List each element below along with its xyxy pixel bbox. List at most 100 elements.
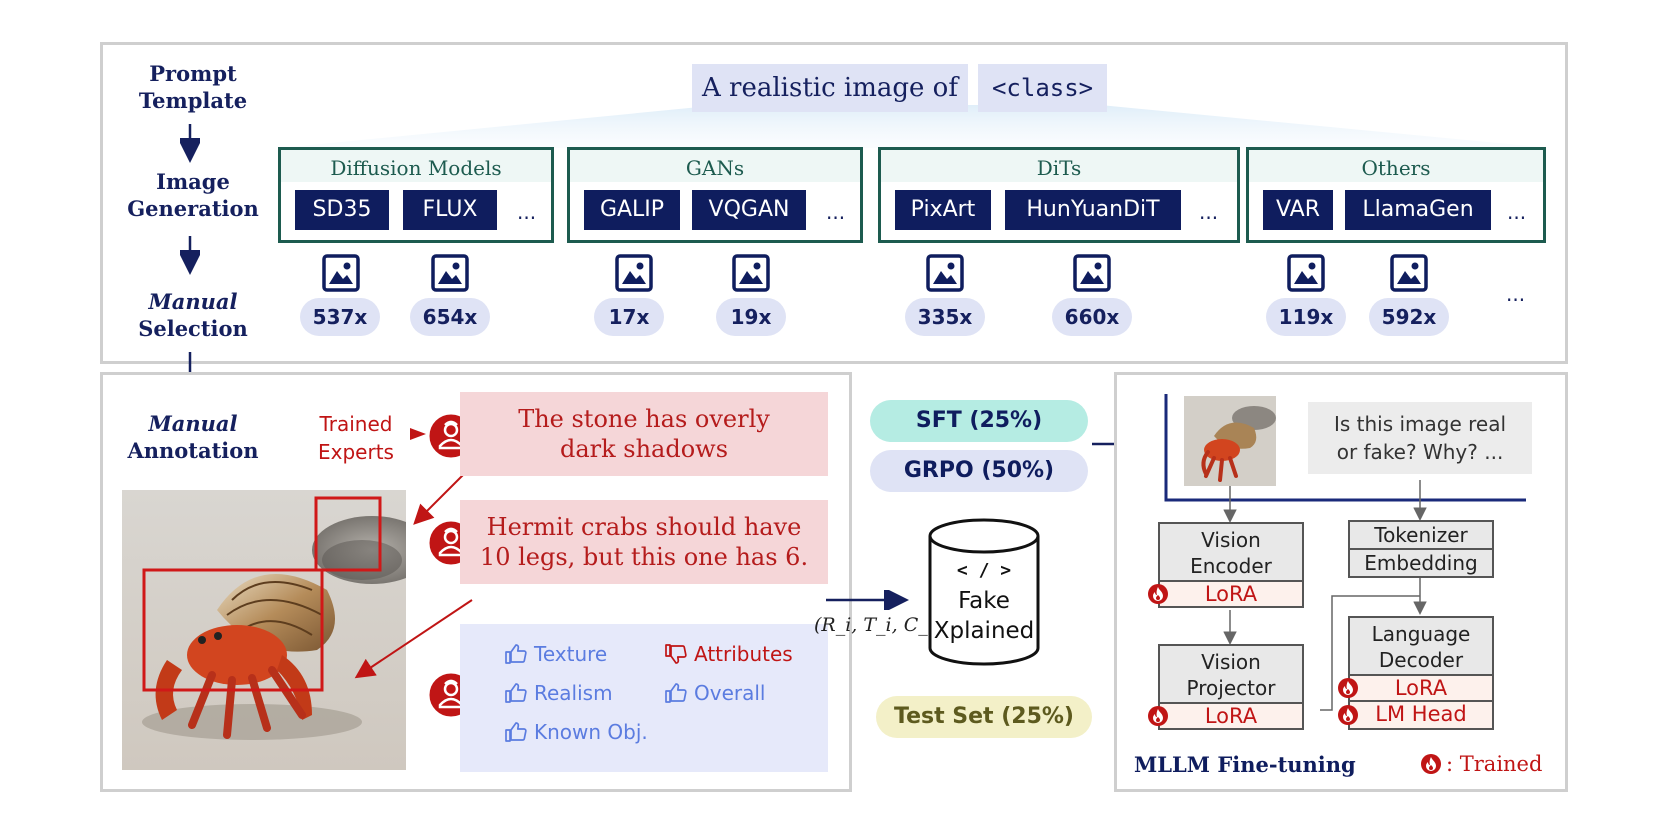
trained-experts-line1: Trained bbox=[319, 412, 393, 436]
embedding-box: Embedding bbox=[1348, 548, 1494, 578]
legend-label: : Trained bbox=[1446, 752, 1543, 776]
stage-manual-annotation-line1: Manual bbox=[148, 411, 238, 436]
annotation-tuple: (R_i, T_i, C_i) bbox=[814, 614, 942, 636]
question-prompt: Is this image real or fake? Why? ... bbox=[1308, 402, 1532, 474]
model-chip: VQGAN bbox=[692, 190, 806, 230]
input-frame bbox=[1164, 394, 1526, 502]
group-title: GANs bbox=[685, 156, 745, 180]
image-icon bbox=[1390, 254, 1428, 292]
stage-manual-annotation-line2: Annotation bbox=[127, 438, 259, 463]
flame-icon bbox=[1147, 705, 1169, 727]
input-crab-thumbnail bbox=[1184, 396, 1276, 486]
prompt-fan bbox=[280, 105, 1550, 148]
module-line: Encoder bbox=[1190, 554, 1272, 578]
image-count: 592x bbox=[1369, 298, 1449, 336]
more-models: ... bbox=[1507, 200, 1527, 224]
thumbs-up-icon bbox=[504, 681, 528, 705]
more-models: ... bbox=[826, 200, 846, 224]
module-line: Vision bbox=[1201, 650, 1261, 674]
hermit-crab-image bbox=[122, 490, 406, 770]
group-title: Others bbox=[1361, 156, 1431, 180]
rating-known-obj: Known Obj. bbox=[504, 720, 648, 744]
experts-arrow bbox=[410, 428, 426, 440]
thumbs-up-icon bbox=[664, 681, 688, 705]
image-count: 654x bbox=[410, 298, 490, 336]
vision-encoder-box: Vision Encoder bbox=[1158, 522, 1304, 582]
more-models: ... bbox=[1199, 200, 1219, 224]
ratings-card bbox=[460, 624, 828, 772]
stage-manual-selection-line1: Manual bbox=[148, 289, 238, 314]
thumbs-up-icon bbox=[504, 720, 528, 744]
image-icon bbox=[322, 254, 360, 292]
group-title: Diffusion Models bbox=[330, 156, 502, 180]
trained-experts-label: Trained Experts bbox=[318, 410, 394, 466]
class-token: <class> bbox=[977, 64, 1108, 112]
tuple-arrow bbox=[826, 590, 909, 610]
comment-line: 10 legs, but this one has 6. bbox=[479, 543, 809, 571]
model-chip: PixArt bbox=[895, 190, 991, 230]
grpo-split: GRPO (50%) bbox=[870, 450, 1088, 492]
stage-arrows bbox=[180, 124, 200, 397]
image-icon bbox=[926, 254, 964, 292]
flame-icon bbox=[1337, 704, 1359, 726]
image-count: 119x bbox=[1266, 298, 1346, 336]
dataset-name-line1: Fake bbox=[958, 588, 1010, 614]
trained-legend: : Trained bbox=[1420, 752, 1542, 776]
rating-realism: Realism bbox=[504, 681, 613, 705]
thumbs-down-icon bbox=[664, 642, 688, 666]
vision-projector-lora: LoRA bbox=[1158, 702, 1304, 730]
code-icon: < / > bbox=[956, 560, 1012, 581]
vision-projector-box: Vision Projector bbox=[1158, 644, 1304, 704]
image-count: 335x bbox=[905, 298, 985, 336]
comment-stone-shadow: The stone has overly dark shadows bbox=[460, 392, 828, 476]
tokenizer-box: Tokenizer bbox=[1348, 520, 1494, 550]
model-chip: GALIP bbox=[584, 190, 680, 230]
stage-manual-annotation: Manual Annotation bbox=[118, 410, 268, 464]
module-line: Vision bbox=[1201, 528, 1261, 552]
vision-encoder-lora: LoRA bbox=[1158, 580, 1304, 608]
stage-manual-selection-line2: Selection bbox=[138, 316, 248, 341]
more-models: ... bbox=[517, 200, 537, 224]
stage-image-generation: Image Generation bbox=[127, 169, 259, 221]
rating-label: Overall bbox=[694, 681, 766, 705]
stage-manual-selection: Manual Selection bbox=[118, 288, 268, 342]
stage-prompt-template: Prompt Template bbox=[138, 61, 248, 113]
model-chip: VAR bbox=[1263, 190, 1333, 230]
rating-texture: Texture bbox=[504, 642, 607, 666]
mllm-connectors bbox=[1223, 480, 1427, 711]
comment-line: dark shadows bbox=[559, 435, 729, 463]
language-decoder-box: Language Decoder bbox=[1348, 616, 1494, 676]
flame-icon bbox=[1147, 583, 1169, 605]
image-count: 17x bbox=[594, 298, 664, 336]
group-dits: DiTs PixArt HunYuanDiT ... bbox=[878, 147, 1240, 243]
flame-icon bbox=[1420, 753, 1442, 775]
rating-label: Texture bbox=[534, 642, 608, 666]
image-icon bbox=[431, 254, 469, 292]
group-diffusion-models: Diffusion Models SD35 FLUX ... bbox=[278, 147, 554, 243]
comment-line: Hermit crabs should have bbox=[486, 513, 802, 541]
image-icon bbox=[1073, 254, 1111, 292]
dataset-name-line2: Xplained bbox=[933, 618, 1035, 644]
more-counts: ... bbox=[1506, 282, 1526, 306]
prompt-template-box: A realistic image of <class> bbox=[692, 64, 1108, 112]
annotation-arrows bbox=[354, 465, 473, 679]
image-count: 19x bbox=[716, 298, 786, 336]
module-line: Projector bbox=[1186, 676, 1276, 700]
language-decoder-lora: LoRA bbox=[1348, 674, 1494, 702]
lm-head: LM Head bbox=[1348, 700, 1494, 730]
rating-overall: Overall bbox=[664, 681, 765, 705]
thumbs-up-icon bbox=[504, 642, 528, 666]
flame-icon bbox=[1337, 677, 1359, 699]
trained-experts-line2: Experts bbox=[318, 440, 394, 464]
mllm-title: MLLM Fine-tuning bbox=[1134, 752, 1356, 777]
comment-line: The stone has overly bbox=[518, 405, 770, 433]
question-line: or fake? Why? ... bbox=[1336, 440, 1504, 464]
prompt-text: A realistic image of bbox=[692, 64, 968, 112]
module-line: Language bbox=[1371, 622, 1471, 646]
dataset-name: < / > Fake Xplained bbox=[926, 556, 1042, 646]
comment-crab-legs: Hermit crabs should have 10 legs, but th… bbox=[460, 500, 828, 584]
group-gans: GANs GALIP VQGAN ... bbox=[567, 147, 863, 243]
test-split: Test Set (25%) bbox=[876, 696, 1092, 738]
database-icon bbox=[928, 518, 1040, 666]
image-icon bbox=[615, 254, 653, 292]
